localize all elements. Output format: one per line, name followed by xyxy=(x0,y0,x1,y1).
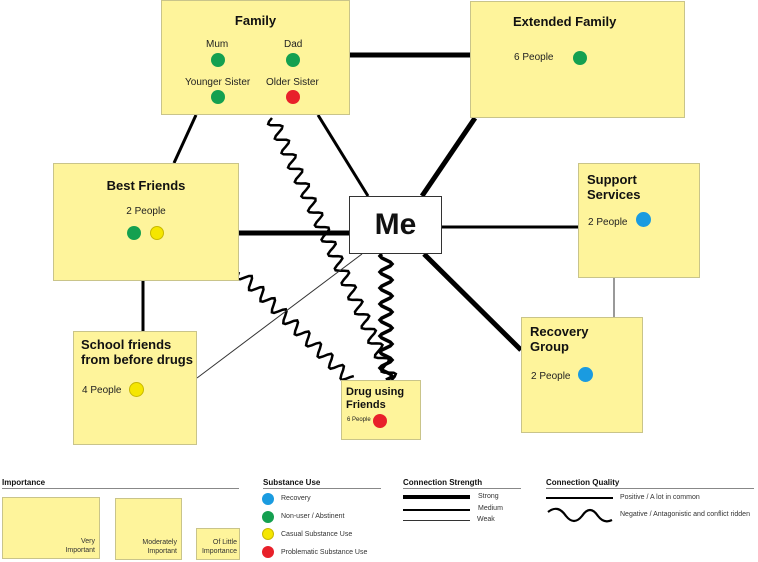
legend-title: Substance Use xyxy=(263,478,321,487)
group-title: Recovery Group xyxy=(530,324,589,354)
group-title: Drug using Friends xyxy=(346,386,405,411)
count-label: 2 People xyxy=(531,371,571,382)
group-title: Family xyxy=(234,13,277,28)
group-extended-family[interactable]: Extended Family 6 People xyxy=(470,1,685,118)
status-dot-recovery xyxy=(578,367,593,382)
legend-label: Weak xyxy=(477,516,495,523)
legend-title: Connection Strength xyxy=(403,478,483,487)
count-label: 2 People xyxy=(126,206,166,217)
legend-dot-recovery xyxy=(262,493,274,505)
legend-divider xyxy=(263,488,381,489)
legend-line-positive xyxy=(546,497,613,499)
group-drug-using-friends[interactable]: Drug using Friends 6 People xyxy=(341,380,421,440)
group-title: Support Services xyxy=(587,172,641,202)
status-dot-problematic xyxy=(286,90,300,104)
member-label: Older Sister xyxy=(266,77,319,88)
legend-line-strong xyxy=(403,495,470,499)
legend-line-negative xyxy=(547,507,613,523)
status-dot-non-user xyxy=(211,90,225,104)
legend-dot-problematic xyxy=(262,546,274,558)
connection-family-to-drug-friends xyxy=(266,117,398,382)
legend-label: Positive / A lot in common xyxy=(620,494,700,501)
legend-divider xyxy=(403,488,521,489)
status-dot-recovery xyxy=(636,212,651,227)
connection-family-to-me xyxy=(316,114,370,197)
legend-line-weak xyxy=(403,520,470,521)
legend-label: Strong xyxy=(478,493,499,500)
legend-title: Importance xyxy=(2,478,46,487)
count-label: 4 People xyxy=(82,385,122,396)
legend-dot-casual xyxy=(262,528,274,540)
group-best-friends[interactable]: Best Friends 2 People xyxy=(53,163,239,281)
group-title: School friends from before drugs xyxy=(81,337,193,367)
legend-label: Casual Substance Use xyxy=(281,531,353,538)
status-dot-non-user xyxy=(211,53,225,67)
legend-line-medium xyxy=(403,509,470,511)
connection-extended-family-to-me xyxy=(419,116,478,198)
status-dot-casual xyxy=(150,226,164,240)
connection-recovery-group-to-me xyxy=(422,252,523,352)
group-school-friends[interactable]: School friends from before drugs 4 Peopl… xyxy=(73,331,197,445)
connection-best-friends-to-drug-friends xyxy=(236,271,355,382)
status-dot-non-user xyxy=(573,51,587,65)
group-support-services[interactable]: Support Services 2 People xyxy=(578,163,700,278)
connection-drug-friends-to-me xyxy=(377,252,395,382)
legend-label: Problematic Substance Use xyxy=(281,549,368,556)
group-recovery-group[interactable]: Recovery Group 2 People xyxy=(521,317,643,433)
me-node[interactable]: Me xyxy=(349,196,442,254)
connection-family-to-best-friends xyxy=(172,114,198,164)
count-label: 6 People xyxy=(514,52,554,63)
status-dot-problematic xyxy=(373,414,387,428)
legend-divider xyxy=(2,488,239,489)
legend-dot-non-user xyxy=(262,511,274,523)
legend-title: Connection Quality xyxy=(546,478,620,487)
status-dot-non-user xyxy=(127,226,141,240)
legend-label: Negative / Antagonistic and conflict rid… xyxy=(620,511,750,518)
legend-label: Non-user / Abstinent xyxy=(281,513,345,520)
legend-label: Recovery xyxy=(281,495,311,502)
member-label: Dad xyxy=(284,39,303,50)
member-label: Younger Sister xyxy=(185,77,251,88)
count-label: 6 People xyxy=(347,417,371,423)
member-label: Mum xyxy=(206,39,229,50)
group-title: Extended Family xyxy=(513,14,617,29)
count-label: 2 People xyxy=(588,217,628,228)
legend-divider xyxy=(546,488,754,489)
group-family[interactable]: Family Mum Dad Younger Sister Older Sist… xyxy=(161,0,350,115)
status-dot-casual xyxy=(129,382,144,397)
connection-school-friends-to-me xyxy=(196,253,363,379)
status-dot-non-user xyxy=(286,53,300,67)
legend-label: Medium xyxy=(478,505,503,512)
group-title: Best Friends xyxy=(106,178,186,193)
